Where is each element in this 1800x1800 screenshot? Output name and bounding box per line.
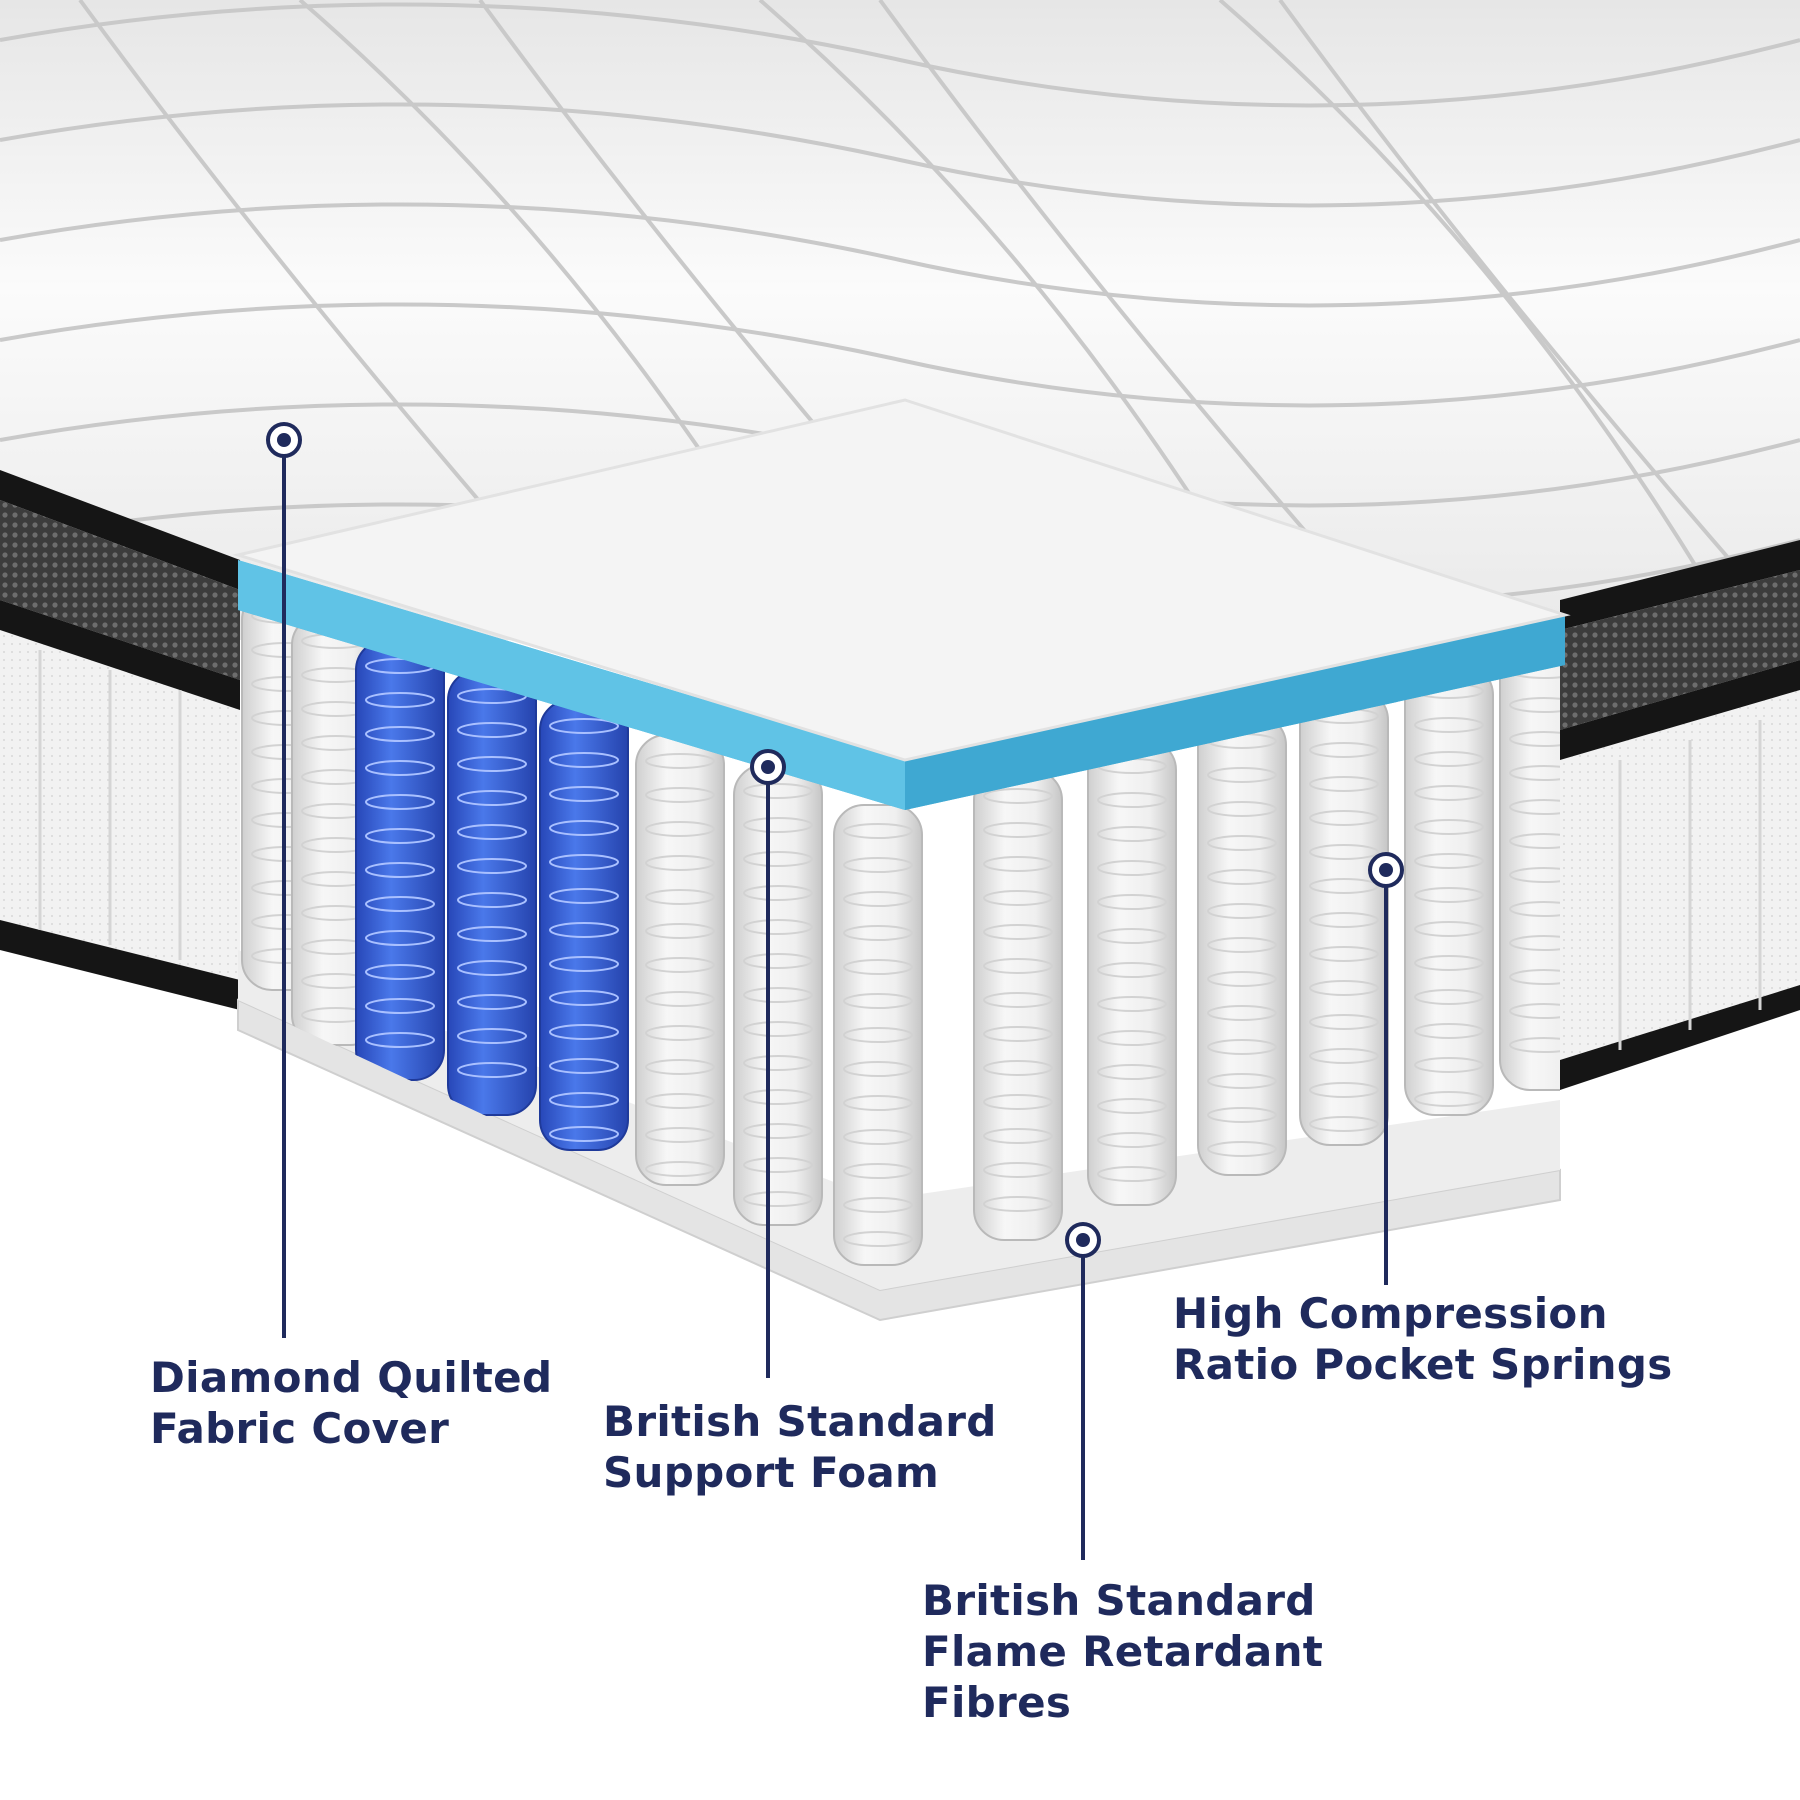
flame-fibres-label: British Standard Flame Retardant Fibres <box>922 1575 1323 1728</box>
fabric-cover-label: Diamond Quilted Fabric Cover <box>150 1352 552 1454</box>
pocket-springs-label-line: Ratio Pocket Springs <box>1173 1340 1673 1389</box>
pocket-springs-label: High Compression Ratio Pocket Springs <box>1173 1288 1673 1390</box>
white-pocket-spring <box>833 804 923 1266</box>
pocket-springs-marker <box>1368 852 1404 1285</box>
fibre-base-top <box>238 950 1560 1290</box>
blue-pocket-spring <box>539 699 629 1151</box>
fabric-cover-label-line: Fabric Cover <box>150 1404 450 1453</box>
white-pocket-spring <box>733 764 823 1226</box>
white-pocket-spring <box>1404 664 1494 1116</box>
comfort-foam-top <box>232 398 1571 762</box>
white-pocket-spring <box>1197 714 1287 1176</box>
white-pocket-spring <box>1087 739 1177 1206</box>
support-foam-marker <box>750 749 786 1378</box>
flame-fibres-marker <box>1065 1222 1101 1560</box>
support-foam-label-line: Support Foam <box>603 1448 940 1497</box>
support-foam-label-line: British Standard <box>603 1397 997 1446</box>
fabric-cover-marker <box>266 422 302 1338</box>
white-pocket-spring <box>1299 689 1389 1146</box>
pocket-springs-label-line: High Compression <box>1173 1289 1608 1338</box>
pocket-springs-grid <box>241 589 1560 1266</box>
white-pocket-spring <box>635 734 725 1186</box>
support-foam-label: British Standard Support Foam <box>603 1396 997 1498</box>
mattress-right-side <box>1560 540 1800 1090</box>
fabric-cover-label-line: Diamond Quilted <box>150 1353 553 1402</box>
white-pocket-spring <box>973 769 1063 1241</box>
blue-pocket-spring <box>355 639 445 1081</box>
flame-fibres-label-line: Flame Retardant <box>922 1627 1324 1676</box>
flame-fibres-label-line: Fibres <box>922 1678 1072 1727</box>
mattress-left-side <box>0 470 240 1010</box>
flame-fibres-label-line: British Standard <box>922 1576 1316 1625</box>
white-pocket-spring <box>1499 644 1560 1091</box>
blue-pocket-spring <box>447 669 537 1116</box>
